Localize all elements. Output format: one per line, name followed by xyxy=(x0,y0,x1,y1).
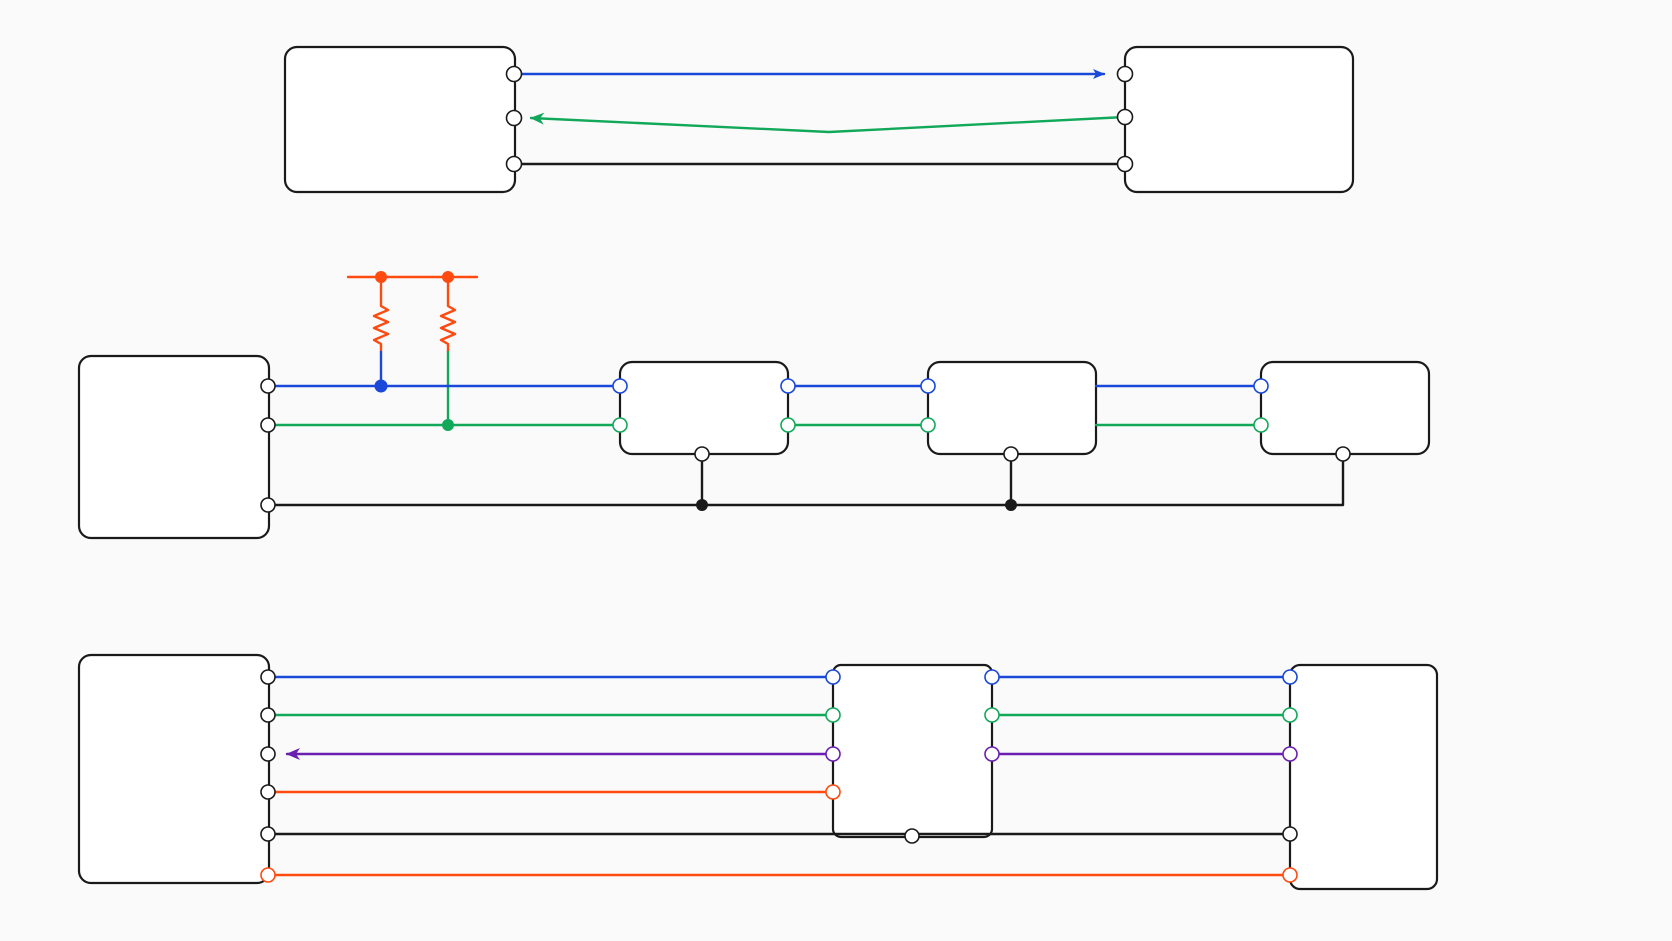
connector-pin xyxy=(260,417,276,433)
bus-junction-dot xyxy=(374,379,388,393)
connector-pin xyxy=(1116,108,1134,126)
connector-pin xyxy=(984,707,1000,723)
connector-pin xyxy=(505,65,523,83)
node-box-1 xyxy=(618,360,790,456)
connector-pin xyxy=(1282,867,1298,883)
device-box-left xyxy=(283,45,517,194)
connector-pin xyxy=(1335,446,1351,462)
connector-pin xyxy=(260,669,276,685)
connector-pin xyxy=(1253,378,1269,394)
ground-bus-wire xyxy=(266,452,1345,507)
connector-pin xyxy=(260,707,276,723)
connector-pin xyxy=(1253,417,1269,433)
connector-pin xyxy=(920,378,936,394)
connector-pin xyxy=(984,746,1000,762)
device-box-right xyxy=(1288,663,1439,891)
connector-pin xyxy=(1003,446,1019,462)
connector-pin xyxy=(260,784,276,800)
connector-pin xyxy=(1282,746,1298,762)
controller-box xyxy=(77,354,271,540)
connector-pin xyxy=(1116,155,1134,173)
connector-pin xyxy=(780,417,796,433)
connector-pin xyxy=(505,109,523,127)
bus-junction-dot xyxy=(442,419,454,431)
controller-box xyxy=(77,653,271,885)
connector-pin xyxy=(1282,826,1298,842)
diagram-multidrop-bus xyxy=(77,271,1431,540)
connector-pin xyxy=(1282,669,1298,685)
connector-pin xyxy=(260,378,276,394)
diagram-point-to-point xyxy=(283,45,1355,194)
node-box-3 xyxy=(1259,360,1431,456)
diagram-daisy-chain xyxy=(77,653,1439,891)
resistor-icon xyxy=(439,275,457,354)
node-box-2 xyxy=(926,360,1098,456)
rail-junction-dot xyxy=(375,271,387,283)
connector-pin xyxy=(505,155,523,173)
connector-pin xyxy=(920,417,936,433)
green-signal-wire xyxy=(529,112,1127,134)
hub-box xyxy=(831,663,994,839)
connector-pin xyxy=(825,746,841,762)
connector-pin xyxy=(1116,65,1134,83)
rail-junction-dot xyxy=(442,271,454,283)
device-box-right xyxy=(1123,45,1355,194)
connector-pin xyxy=(612,378,628,394)
connector-pin xyxy=(260,867,276,883)
resistor-icon xyxy=(372,275,390,354)
connector-pin xyxy=(260,497,276,513)
connector-pin xyxy=(825,669,841,685)
connector-pin xyxy=(904,828,920,844)
connector-pin xyxy=(260,746,276,762)
connector-pin xyxy=(825,707,841,723)
connector-pin xyxy=(984,669,1000,685)
connector-pin xyxy=(780,378,796,394)
connector-pin xyxy=(612,417,628,433)
connector-pin xyxy=(260,826,276,842)
connector-pin xyxy=(694,446,710,462)
connector-pin xyxy=(825,784,841,800)
bus-junction-dot xyxy=(696,499,708,511)
bus-junction-dot xyxy=(1005,499,1017,511)
connector-pin xyxy=(1282,707,1298,723)
